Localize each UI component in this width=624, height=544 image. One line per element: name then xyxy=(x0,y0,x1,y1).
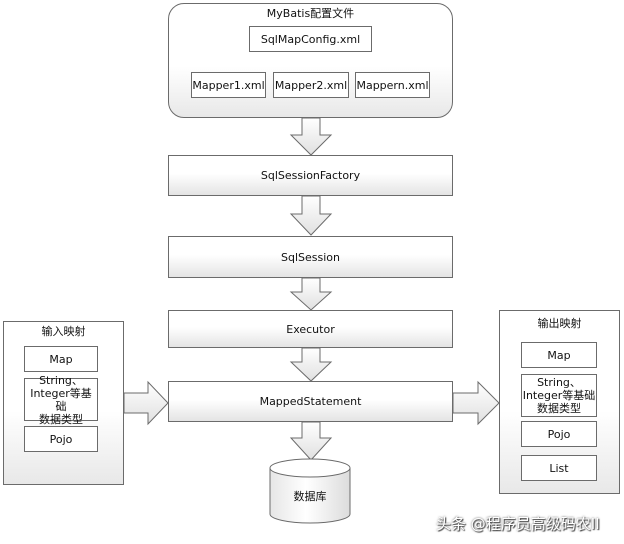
arrow-input-to-mappedstatement xyxy=(123,380,169,426)
arrow-config-to-factory xyxy=(289,117,333,156)
output-map-box: Map xyxy=(521,342,597,368)
arrow-session-to-executor xyxy=(289,277,333,311)
sqlsessionfactory-box: SqlSessionFactory xyxy=(168,155,453,196)
output-pojo-box: Pojo xyxy=(521,421,597,447)
arrow-mappedstatement-to-output xyxy=(452,380,500,426)
input-pojo-box: Pojo xyxy=(24,426,98,452)
output-basic-types-box: String、 Integer等基础 数据类型 xyxy=(521,374,597,417)
mappern-box: Mappern.xml xyxy=(355,72,430,98)
mapper1-box: Mapper1.xml xyxy=(191,72,266,98)
sqlmapconfig-box: SqlMapConfig.xml xyxy=(249,26,372,52)
mapper2-box: Mapper2.xml xyxy=(273,72,349,98)
arrow-factory-to-session xyxy=(289,195,333,236)
config-panel-title: MyBatis配置文件 xyxy=(266,7,355,20)
arrow-mappedstatement-to-database xyxy=(289,421,333,461)
executor-box: Executor xyxy=(168,310,453,348)
output-list-box: List xyxy=(521,455,597,481)
input-map-box: Map xyxy=(24,346,98,372)
input-basic-types-box: String、 Integer等基础 数据类型 xyxy=(24,374,98,426)
sqlsession-box: SqlSession xyxy=(168,236,453,278)
arrow-executor-to-mappedstatement xyxy=(289,347,333,382)
config-panel xyxy=(168,3,453,118)
mappedstatement-box: MappedStatement xyxy=(168,381,453,422)
database-label: 数据库 xyxy=(293,490,327,503)
output-mapping-title: 输出映射 xyxy=(537,317,582,330)
watermark-text: 头条 @程序员高级码农II xyxy=(436,515,600,533)
database-cylinder xyxy=(269,458,351,524)
input-mapping-title: 输入映射 xyxy=(41,325,86,338)
